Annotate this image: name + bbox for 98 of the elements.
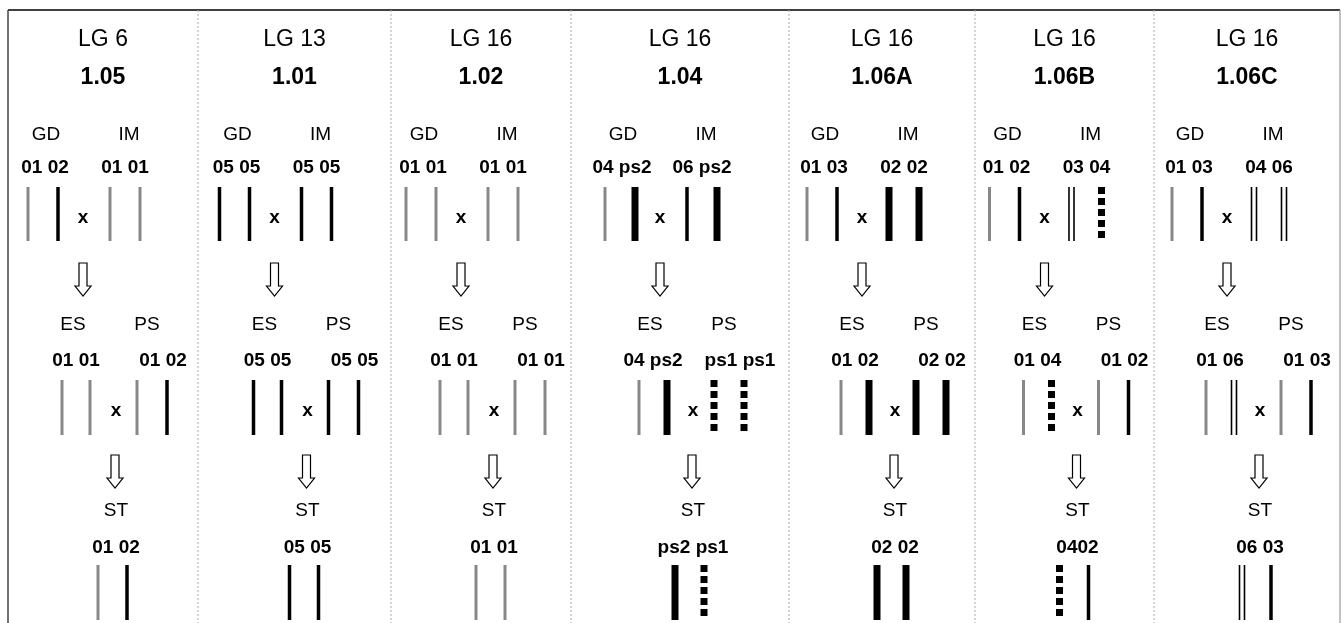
locus-label: 1.06C — [1216, 64, 1278, 88]
offspring-label: ST — [103, 499, 129, 519]
genotype-label: 01 01 — [101, 156, 149, 176]
offspring-label: ES — [1204, 313, 1230, 333]
locus-label: 1.01 — [272, 64, 317, 88]
genotype-label: 05 05 — [330, 349, 379, 369]
cross-symbol: x — [77, 206, 89, 226]
offspring-label: ST — [1247, 499, 1273, 519]
genotype-label: 0402 — [1056, 536, 1099, 556]
cross-symbol: x — [110, 399, 122, 419]
genotype-label: 01 03 — [1283, 349, 1331, 369]
offspring-label: ST — [295, 499, 320, 519]
offspring-label: ST — [680, 499, 706, 519]
linkage-group-label: LG 16 — [449, 26, 513, 50]
offspring-label: PS — [134, 313, 160, 333]
genotype-label: 01 03 — [800, 156, 848, 176]
offspring-label: ST — [481, 499, 507, 519]
parent-label: GD — [993, 123, 1022, 143]
genotype-label: 04 ps2 — [592, 156, 652, 176]
genotype-label: 01 06 — [1196, 349, 1244, 369]
genotype-label: 01 02 — [982, 156, 1031, 176]
genotype-label: 06 ps2 — [672, 156, 732, 176]
cross-symbol: x — [488, 399, 500, 419]
parent-label: GD — [1175, 123, 1205, 143]
genotype-label: 01 02 — [92, 536, 140, 556]
genotype-label: 01 01 — [52, 349, 100, 369]
offspring-label: PS — [711, 313, 737, 333]
genotype-label: 01 01 — [430, 349, 478, 369]
parent-label: GD — [608, 123, 638, 143]
linkage-group-label: LG 6 — [78, 26, 128, 50]
offspring-label: ES — [438, 313, 464, 333]
parent-label: IM — [695, 123, 717, 143]
parent-label: IM — [118, 123, 140, 143]
genotype-label: 05 05 — [292, 156, 341, 176]
cross-symbol: x — [654, 206, 666, 226]
parent-label: GD — [223, 123, 252, 143]
genotype-label: 02 02 — [880, 156, 928, 176]
genotype-label: 01 01 — [399, 156, 447, 176]
genotype-label: 01 02 — [139, 349, 187, 369]
cross-symbol: x — [1221, 206, 1233, 226]
offspring-label: ES — [1021, 313, 1048, 333]
cross-symbol: x — [889, 399, 901, 419]
genotype-label: 01 03 — [1165, 156, 1213, 176]
linkage-group-label: LG 16 — [648, 26, 712, 50]
genotype-label: 01 01 — [479, 156, 527, 176]
linkage-group-label: LG 16 — [1033, 26, 1096, 50]
genotype-label: ps1 ps1 — [704, 349, 776, 369]
cross-symbol: x — [269, 206, 280, 226]
genotype-label: 04 06 — [1245, 156, 1293, 176]
cross-symbol: x — [1072, 399, 1083, 419]
parent-label: IM — [496, 123, 518, 143]
parent-label: GD — [409, 123, 439, 143]
genotype-label: 01 01 — [470, 536, 518, 556]
cross-symbol: x — [302, 399, 313, 419]
genotype-label: 03 04 — [1062, 156, 1111, 176]
genotype-label: 02 02 — [871, 536, 919, 556]
offspring-label: PS — [325, 313, 352, 333]
offspring-label: ES — [251, 313, 278, 333]
parent-label: GD — [810, 123, 840, 143]
offspring-label: PS — [913, 313, 939, 333]
parent-label: GD — [31, 123, 61, 143]
parent-label: IM — [1079, 123, 1102, 143]
locus-label: 1.05 — [80, 64, 126, 88]
genotype-label: 01 02 — [831, 349, 879, 369]
linkage-group-label: LG 13 — [263, 26, 326, 50]
genotype-label: 01 02 — [1100, 349, 1149, 369]
genotype-label: 05 05 — [212, 156, 261, 176]
offspring-label: PS — [1278, 313, 1304, 333]
genotype-label: 01 04 — [1013, 349, 1062, 369]
genotype-label: 05 05 — [243, 349, 292, 369]
parent-label: IM — [897, 123, 919, 143]
linkage-group-label: LG 16 — [1215, 26, 1279, 50]
genotype-label: 02 02 — [918, 349, 966, 369]
offspring-label: ES — [60, 313, 86, 333]
locus-label: 1.02 — [458, 64, 504, 88]
offspring-label: ST — [1065, 499, 1090, 519]
cross-symbol: x — [856, 206, 868, 226]
cross-symbol: x — [1039, 206, 1050, 226]
cross-symbol: x — [687, 399, 699, 419]
genotype-label: 06 03 — [1236, 536, 1284, 556]
offspring-label: ST — [882, 499, 908, 519]
offspring-label: ES — [839, 313, 865, 333]
offspring-label: PS — [1095, 313, 1122, 333]
locus-label: 1.04 — [657, 64, 703, 88]
genotype-label: 04 ps2 — [623, 349, 683, 369]
genotype-label: 01 02 — [21, 156, 69, 176]
genotype-label: 05 05 — [283, 536, 332, 556]
locus-label: 1.06A — [851, 64, 913, 88]
genotype-label: 01 01 — [517, 349, 565, 369]
linkage-group-label: LG 16 — [850, 26, 914, 50]
offspring-label: ES — [637, 313, 663, 333]
genotype-label: ps2 ps1 — [657, 536, 729, 556]
cross-symbol: x — [1254, 399, 1266, 419]
locus-label: 1.06B — [1033, 64, 1096, 88]
parent-label: IM — [309, 123, 332, 143]
parent-label: IM — [1262, 123, 1284, 143]
offspring-label: PS — [512, 313, 538, 333]
cross-symbol: x — [455, 206, 467, 226]
